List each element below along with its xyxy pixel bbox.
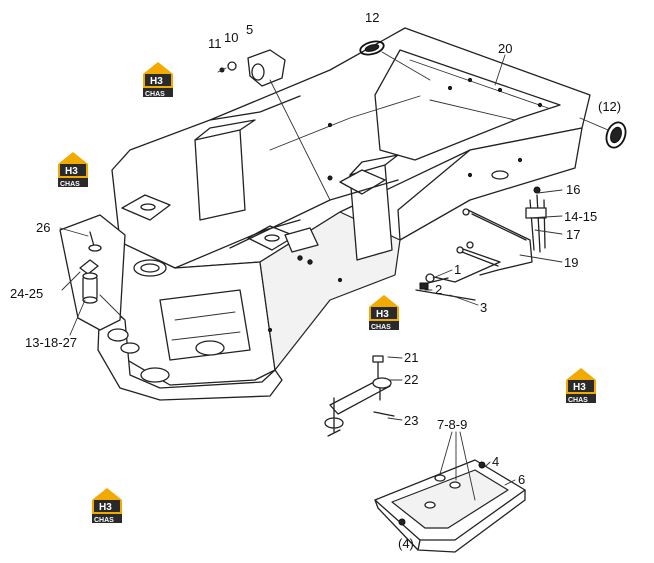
svg-text:CHAS: CHAS [371, 324, 391, 331]
pipe-assembly [429, 186, 547, 283]
main-frame [59, 27, 591, 401]
label-12-paren: (12) [598, 99, 621, 114]
hose-assembly [415, 273, 476, 301]
leader-lines [59, 54, 563, 501]
watermark-logo: H3 CHAS [369, 295, 399, 331]
label-2: 2 [435, 282, 442, 297]
watermark-logo: H3 CHAS [92, 488, 122, 524]
label-3: 3 [480, 300, 487, 315]
svg-text:CHAS: CHAS [568, 397, 588, 404]
part-12-grommet [359, 40, 431, 81]
label-19: 19 [564, 255, 578, 270]
label-21: 21 [404, 350, 418, 365]
svg-text:CHAS: CHAS [145, 91, 165, 98]
label-6: 6 [518, 472, 525, 487]
svg-text:H3: H3 [65, 166, 78, 177]
label-4: 4 [492, 454, 499, 469]
label-26: 26 [36, 220, 50, 235]
label-24-25: 24-25 [10, 286, 43, 301]
link-arm [324, 355, 395, 437]
svg-text:CHAS: CHAS [60, 181, 80, 188]
label-4-paren: (4) [398, 536, 414, 551]
svg-text:H3: H3 [99, 502, 112, 513]
part-12-grommet-right [579, 117, 627, 149]
label-10: 10 [224, 30, 238, 45]
part-labels: 12 20 (12) 11 10 5 16 14-15 17 19 26 1 2… [10, 10, 621, 551]
label-23: 23 [404, 413, 418, 428]
cover-plate [374, 459, 526, 553]
svg-text:H3: H3 [573, 382, 586, 393]
watermark-logo: H3 CHAS [143, 62, 173, 98]
label-12: 12 [365, 10, 379, 25]
label-20: 20 [498, 41, 512, 56]
label-16: 16 [566, 182, 580, 197]
label-1: 1 [454, 262, 461, 277]
svg-text:CHAS: CHAS [94, 517, 114, 524]
label-5: 5 [246, 22, 253, 37]
label-17: 17 [566, 227, 580, 242]
watermark-logo: H3 CHAS [566, 368, 596, 404]
label-7-8-9: 7-8-9 [437, 417, 467, 432]
label-11: 11 [208, 36, 222, 51]
part-5-bracket [217, 49, 331, 201]
watermark-logo: H3 CHAS [58, 152, 88, 188]
label-22: 22 [404, 372, 418, 387]
left-small-parts [79, 231, 126, 321]
svg-text:H3: H3 [376, 309, 389, 320]
label-14-15: 14-15 [564, 209, 597, 224]
svg-text:H3: H3 [150, 76, 163, 87]
label-13-18-27: 13-18-27 [25, 335, 77, 350]
